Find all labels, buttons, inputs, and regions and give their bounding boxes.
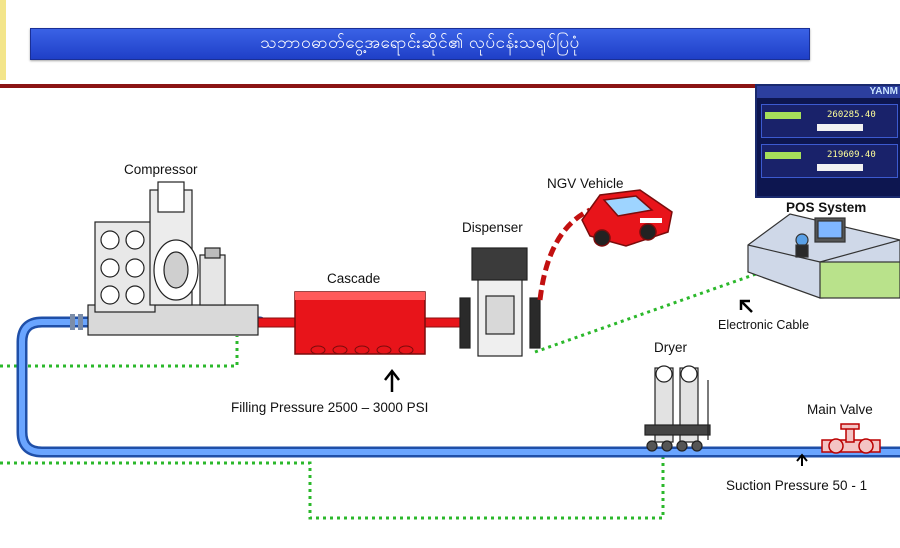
- dryer-icon: [644, 365, 711, 452]
- header-divider: [0, 84, 900, 88]
- pos-system-label: POS System: [786, 200, 867, 215]
- pos-screen-header: YANM: [757, 86, 900, 98]
- suction-pressure-label: Suction Pressure 50 - 1: [726, 478, 868, 493]
- filling-pressure-label: Filling Pressure 2500 – 3000 PSI: [231, 400, 429, 415]
- ngv-vehicle-icon: [581, 189, 673, 247]
- dispenser-icon: [459, 247, 541, 357]
- pos-bar-2: [765, 152, 801, 159]
- electronic-cable-line: [0, 260, 791, 520]
- electronic-cable-arrow-icon: [739, 299, 753, 313]
- compressor-icon: [87, 181, 259, 336]
- gas-pipeline: [16, 316, 900, 458]
- title-bar: သဘာဝဓာတ်ငွေ့အရောင်းဆိုင်၏ လုပ်ငန်းသရုပ်ပ…: [30, 28, 810, 60]
- left-accent-strip: [0, 0, 6, 80]
- main-valve-icon: [821, 423, 881, 454]
- suction-pressure-arrow-icon: [796, 453, 808, 466]
- main-valve-label: Main Valve: [807, 402, 873, 417]
- compressor-label: Compressor: [124, 162, 198, 177]
- pos-screen: YANM 260285.40 219609.40: [755, 84, 900, 198]
- electronic-cable-label: Electronic Cable: [718, 318, 810, 332]
- dryer-label: Dryer: [654, 340, 687, 355]
- pos-bar-3: [817, 124, 863, 131]
- pos-readout-1: 260285.40: [827, 110, 876, 120]
- cascade-label: Cascade: [327, 271, 381, 286]
- page-title: သဘာဝဓာတ်ငွေ့အရောင်းဆိုင်၏ လုပ်ငန်းသရုပ်ပ…: [260, 32, 580, 52]
- pos-panel-1: [761, 104, 898, 138]
- pos-readout-2: 219609.40: [827, 150, 876, 160]
- ngv-vehicle-label: NGV Vehicle: [547, 176, 624, 191]
- filling-pressure-arrow-icon: [384, 368, 400, 392]
- fuel-hose: [537, 207, 592, 301]
- pos-panel-2: [761, 144, 898, 178]
- dispenser-label: Dispenser: [462, 220, 523, 235]
- pos-system-icon: [747, 213, 900, 299]
- cascade-tank: [294, 291, 426, 355]
- arrows: [384, 299, 808, 466]
- pos-bar-4: [817, 164, 863, 171]
- pos-bar-1: [765, 112, 801, 119]
